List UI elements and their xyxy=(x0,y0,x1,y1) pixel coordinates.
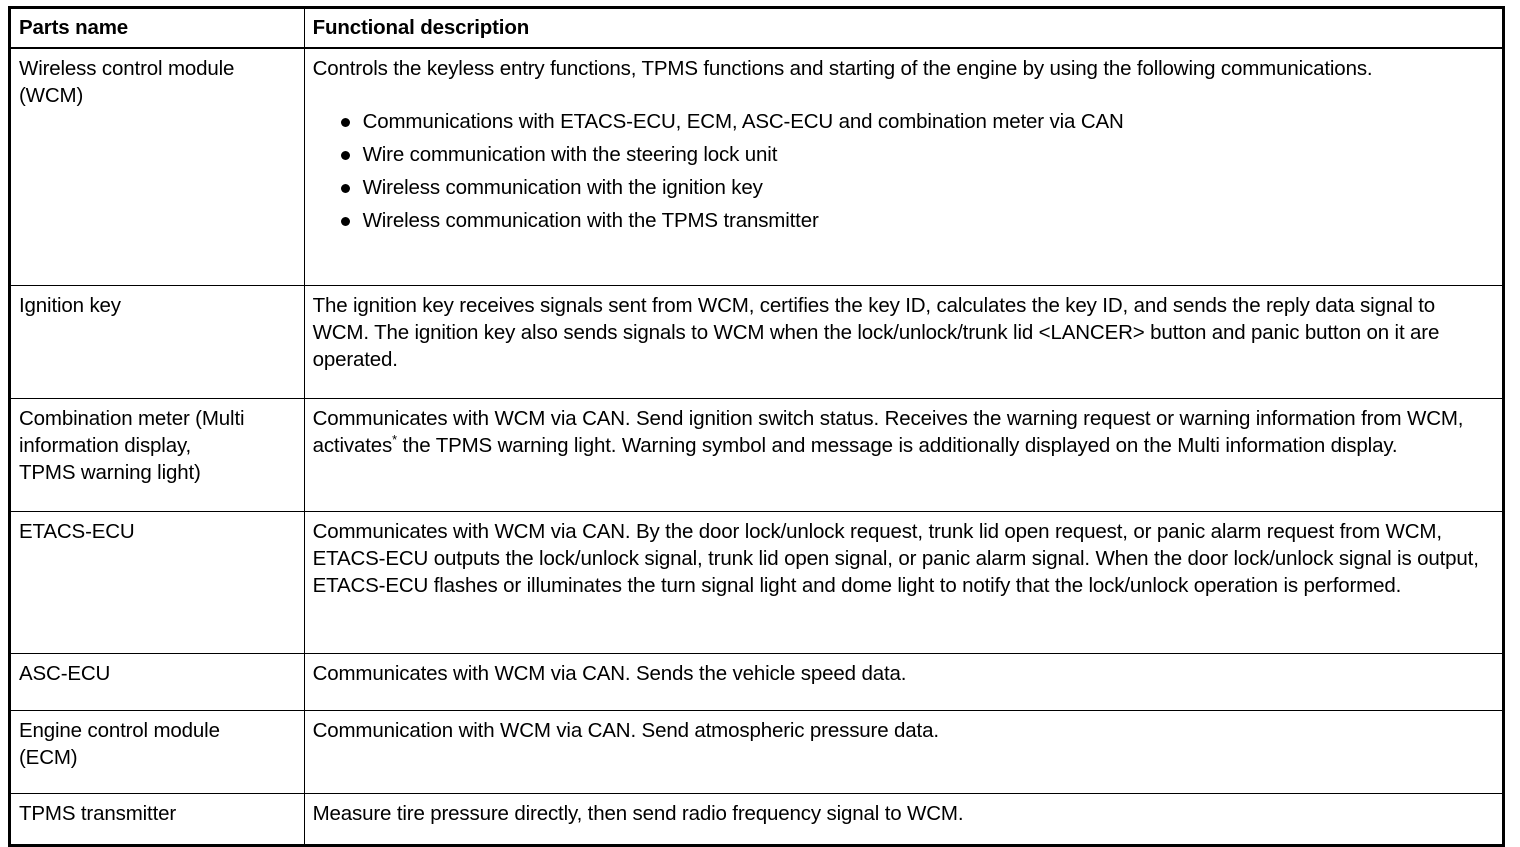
bullet-icon xyxy=(340,150,350,160)
parts-name-cell-wcm: Wireless control module (WCM) xyxy=(9,47,305,287)
table-header: Parts name Functional description xyxy=(9,7,1505,50)
table-row-ignition-key: Ignition key The ignition key receives s… xyxy=(9,285,1505,400)
description-paragraph: Communication with WCM via CAN. Send atm… xyxy=(312,719,939,743)
parts-functional-description-table: Parts name Functional description Wirele… xyxy=(8,6,1505,847)
parts-name-cell-ecm: Engine control module (ECM) xyxy=(9,710,305,795)
table-row-wireless-control-module: Wireless control module (WCM) Controls t… xyxy=(9,47,1505,287)
functional-description-cell-tpms-transmitter: Measure tire pressure directly, then sen… xyxy=(303,793,1505,847)
list-item-label: Communications with ETACS-ECU, ECM, ASC-… xyxy=(362,110,1124,134)
parts-name-cell-ignition-key: Ignition key xyxy=(9,285,305,400)
column-header-functional-description: Functional description xyxy=(303,7,1505,50)
description-paragraph: Communicates with WCM via CAN. Sends the… xyxy=(312,662,907,686)
list-item: Communications with ETACS-ECU, ECM, ASC-… xyxy=(340,108,1494,135)
functional-description-cell-ecm: Communication with WCM via CAN. Send atm… xyxy=(303,710,1505,795)
table-body: Wireless control module (WCM) Controls t… xyxy=(9,47,1505,847)
footnote-asterisk-icon: * xyxy=(392,432,397,448)
list-item: Wireless communication with the ignition… xyxy=(340,174,1494,201)
parts-name-line-1: ETACS-ECU xyxy=(19,520,135,544)
list-item-label: Wireless communication with the TPMS tra… xyxy=(362,209,819,233)
page-root: Parts name Functional description Wirele… xyxy=(8,6,1505,847)
description-text-part-2: the TPMS warning light. Warning symbol a… xyxy=(396,434,1398,458)
functional-description-cell-etacs-ecu: Communicates with WCM via CAN. By the do… xyxy=(303,511,1505,655)
description-paragraph: Controls the keyless entry functions, TP… xyxy=(312,57,1373,81)
description-paragraph: Communicates with WCM via CAN. By the do… xyxy=(312,520,1479,598)
parts-name-line-3: TPMS warning light) xyxy=(19,461,201,485)
table-row-tpms-transmitter: TPMS transmitter Measure tire pressure d… xyxy=(9,793,1505,847)
parts-name-line-2: (ECM) xyxy=(19,746,78,770)
bullet-icon xyxy=(340,184,350,194)
table-row-asc-ecu: ASC-ECU Communicates with WCM via CAN. S… xyxy=(9,653,1505,712)
parts-name-line-1: Ignition key xyxy=(19,294,121,318)
bullet-icon xyxy=(340,217,350,227)
column-header-parts-name: Parts name xyxy=(9,7,305,50)
description-paragraph: The ignition key receives signals sent f… xyxy=(312,294,1440,372)
parts-name-cell-asc-ecu: ASC-ECU xyxy=(9,653,305,712)
header-row: Parts name Functional description xyxy=(9,7,1505,50)
list-item: Wireless communication with the TPMS tra… xyxy=(340,207,1494,234)
parts-name-cell-combination-meter: Combination meter (Multi information dis… xyxy=(9,398,305,513)
parts-name-line-2: (WCM) xyxy=(19,84,84,108)
table-row-combination-meter: Combination meter (Multi information dis… xyxy=(9,398,1505,513)
parts-name-cell-tpms-transmitter: TPMS transmitter xyxy=(9,793,305,847)
description-paragraph: Communicates with WCM via CAN. Send igni… xyxy=(313,405,1494,459)
bullet-icon xyxy=(340,117,350,127)
parts-name-cell-etacs-ecu: ETACS-ECU xyxy=(9,511,305,655)
parts-name-line-1: Engine control module xyxy=(19,719,220,743)
list-item-label: Wireless communication with the ignition… xyxy=(362,176,763,200)
parts-name-line-2: information display, xyxy=(19,434,192,458)
list-item: Wire communication with the steering loc… xyxy=(340,141,1494,168)
description-text-part-1: Communicates with WCM via CAN. Send igni… xyxy=(312,407,1464,458)
functional-description-cell-ignition-key: The ignition key receives signals sent f… xyxy=(303,285,1505,400)
table-row-etacs-ecu: ETACS-ECU Communicates with WCM via CAN.… xyxy=(9,511,1505,655)
functional-description-cell-wcm: Controls the keyless entry functions, TP… xyxy=(303,47,1505,287)
parts-name-line-1: TPMS transmitter xyxy=(19,802,177,826)
parts-name-line-1: Combination meter (Multi xyxy=(19,407,245,431)
parts-name-line-1: ASC-ECU xyxy=(19,662,111,686)
list-item-label: Wire communication with the steering loc… xyxy=(362,143,778,167)
functional-description-cell-asc-ecu: Communicates with WCM via CAN. Sends the… xyxy=(303,653,1505,712)
description-paragraph: Measure tire pressure directly, then sen… xyxy=(312,802,964,826)
table-row-engine-control-module: Engine control module (ECM) Communicatio… xyxy=(9,710,1505,795)
functional-description-cell-combination-meter: Communicates with WCM via CAN. Send igni… xyxy=(303,398,1505,513)
parts-name-line-1: Wireless control module xyxy=(19,57,235,81)
communications-bullet-list: Communications with ETACS-ECU, ECM, ASC-… xyxy=(313,108,1494,234)
